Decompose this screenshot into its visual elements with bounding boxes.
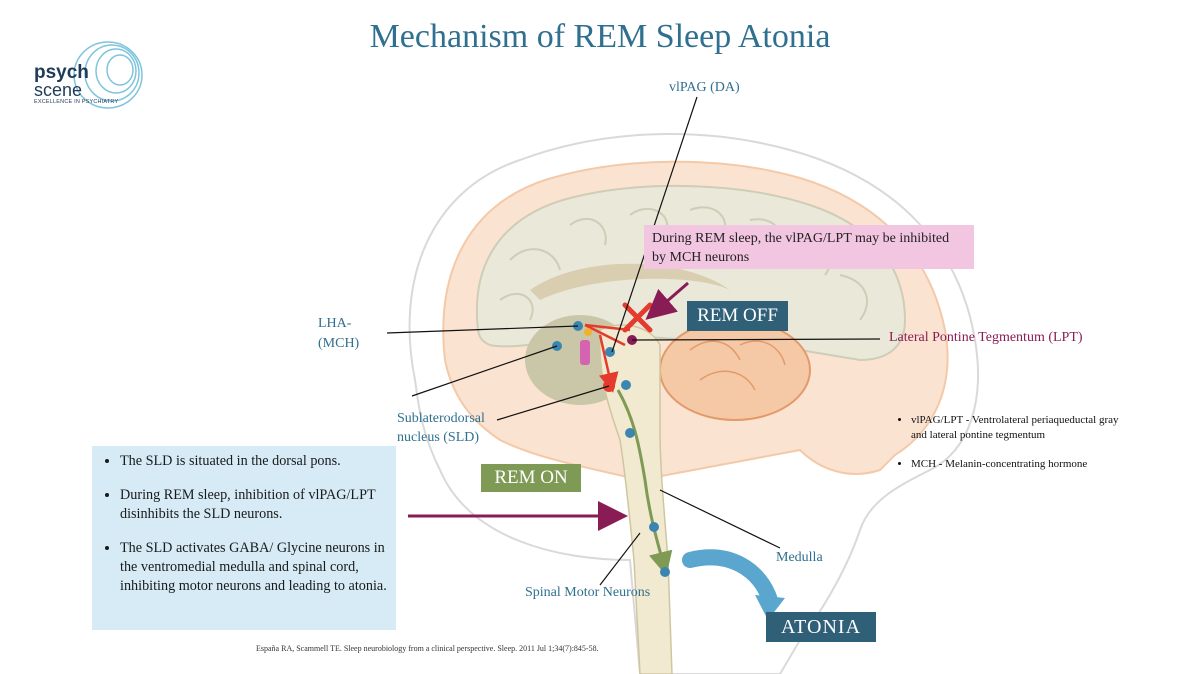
inhibition-lines bbox=[584, 323, 631, 393]
head-outline bbox=[408, 133, 979, 674]
bullet-item: During REM sleep, inhibition of vlPAG/LP… bbox=[120, 486, 390, 524]
pink-nucleus bbox=[580, 340, 590, 365]
label-lha-line1: LHA- bbox=[318, 316, 352, 331]
label-spinal-motor-neurons: Spinal Motor Neurons bbox=[525, 585, 651, 600]
label-medulla: Medulla bbox=[776, 550, 823, 565]
logo-swirl bbox=[73, 41, 143, 109]
label-sld-line2: nucleus (SLD) bbox=[397, 430, 480, 445]
bullet-item: The SLD is situated in the dorsal pons. bbox=[120, 452, 390, 471]
sld-explanation-box: The SLD is situated in the dorsal pons. … bbox=[92, 446, 396, 630]
abbreviation-list: vlPAG/LPT - Ventrolateral periaqueductal… bbox=[897, 413, 1137, 486]
cerebellum bbox=[659, 319, 811, 421]
label-lha-line2: (MCH) bbox=[318, 336, 360, 351]
dot-cord2 bbox=[660, 567, 670, 577]
logo-text-scene: scene bbox=[34, 80, 83, 100]
rem-off-tag: REM OFF bbox=[687, 301, 788, 331]
cerebellum-folia bbox=[689, 340, 786, 391]
sld-bullet-list: The SLD is situated in the dorsal pons. … bbox=[100, 452, 390, 596]
citation: España RA, Scammell TE. Sleep neurobiolo… bbox=[256, 644, 599, 653]
bullet-item: The SLD activates GABA/ Glycine neurons … bbox=[120, 539, 390, 596]
abbreviation-item: vlPAG/LPT - Ventrolateral periaqueductal… bbox=[911, 413, 1137, 443]
label-sld-line1: Sublaterodorsal bbox=[397, 411, 485, 426]
atonia-arrow bbox=[682, 549, 778, 608]
label-lha-mch: LHA- (MCH) bbox=[318, 314, 359, 354]
leader-lines bbox=[386, 96, 881, 586]
dot-yellow bbox=[584, 328, 592, 336]
dot-medulla bbox=[625, 428, 635, 438]
rem-on-tag: REM ON bbox=[481, 464, 581, 492]
dot-pons bbox=[621, 380, 631, 390]
mch-callout-box: During REM sleep, the vlPAG/LPT may be i… bbox=[644, 225, 974, 269]
dot-cord1 bbox=[649, 522, 659, 532]
corpus-callosum bbox=[530, 263, 730, 300]
atonia-tag: ATONIA bbox=[766, 612, 876, 642]
green-pathway bbox=[616, 389, 673, 576]
label-sld: Sublaterodorsal nucleus (SLD) bbox=[397, 409, 485, 447]
page-title: Mechanism of REM Sleep Atonia bbox=[369, 18, 831, 55]
label-lpt: Lateral Pontine Tegmentum (LPT) bbox=[889, 330, 1083, 345]
callout-arrow bbox=[645, 281, 689, 320]
logo-text-psych: psych bbox=[34, 62, 89, 83]
label-vlpag: vlPAG (DA) bbox=[669, 80, 740, 95]
abbreviation-item: MCH - Melanin-concentrating hormone bbox=[911, 457, 1137, 472]
logo-tagline: EXCELLENCE IN PSYCHIATRY bbox=[34, 99, 119, 105]
